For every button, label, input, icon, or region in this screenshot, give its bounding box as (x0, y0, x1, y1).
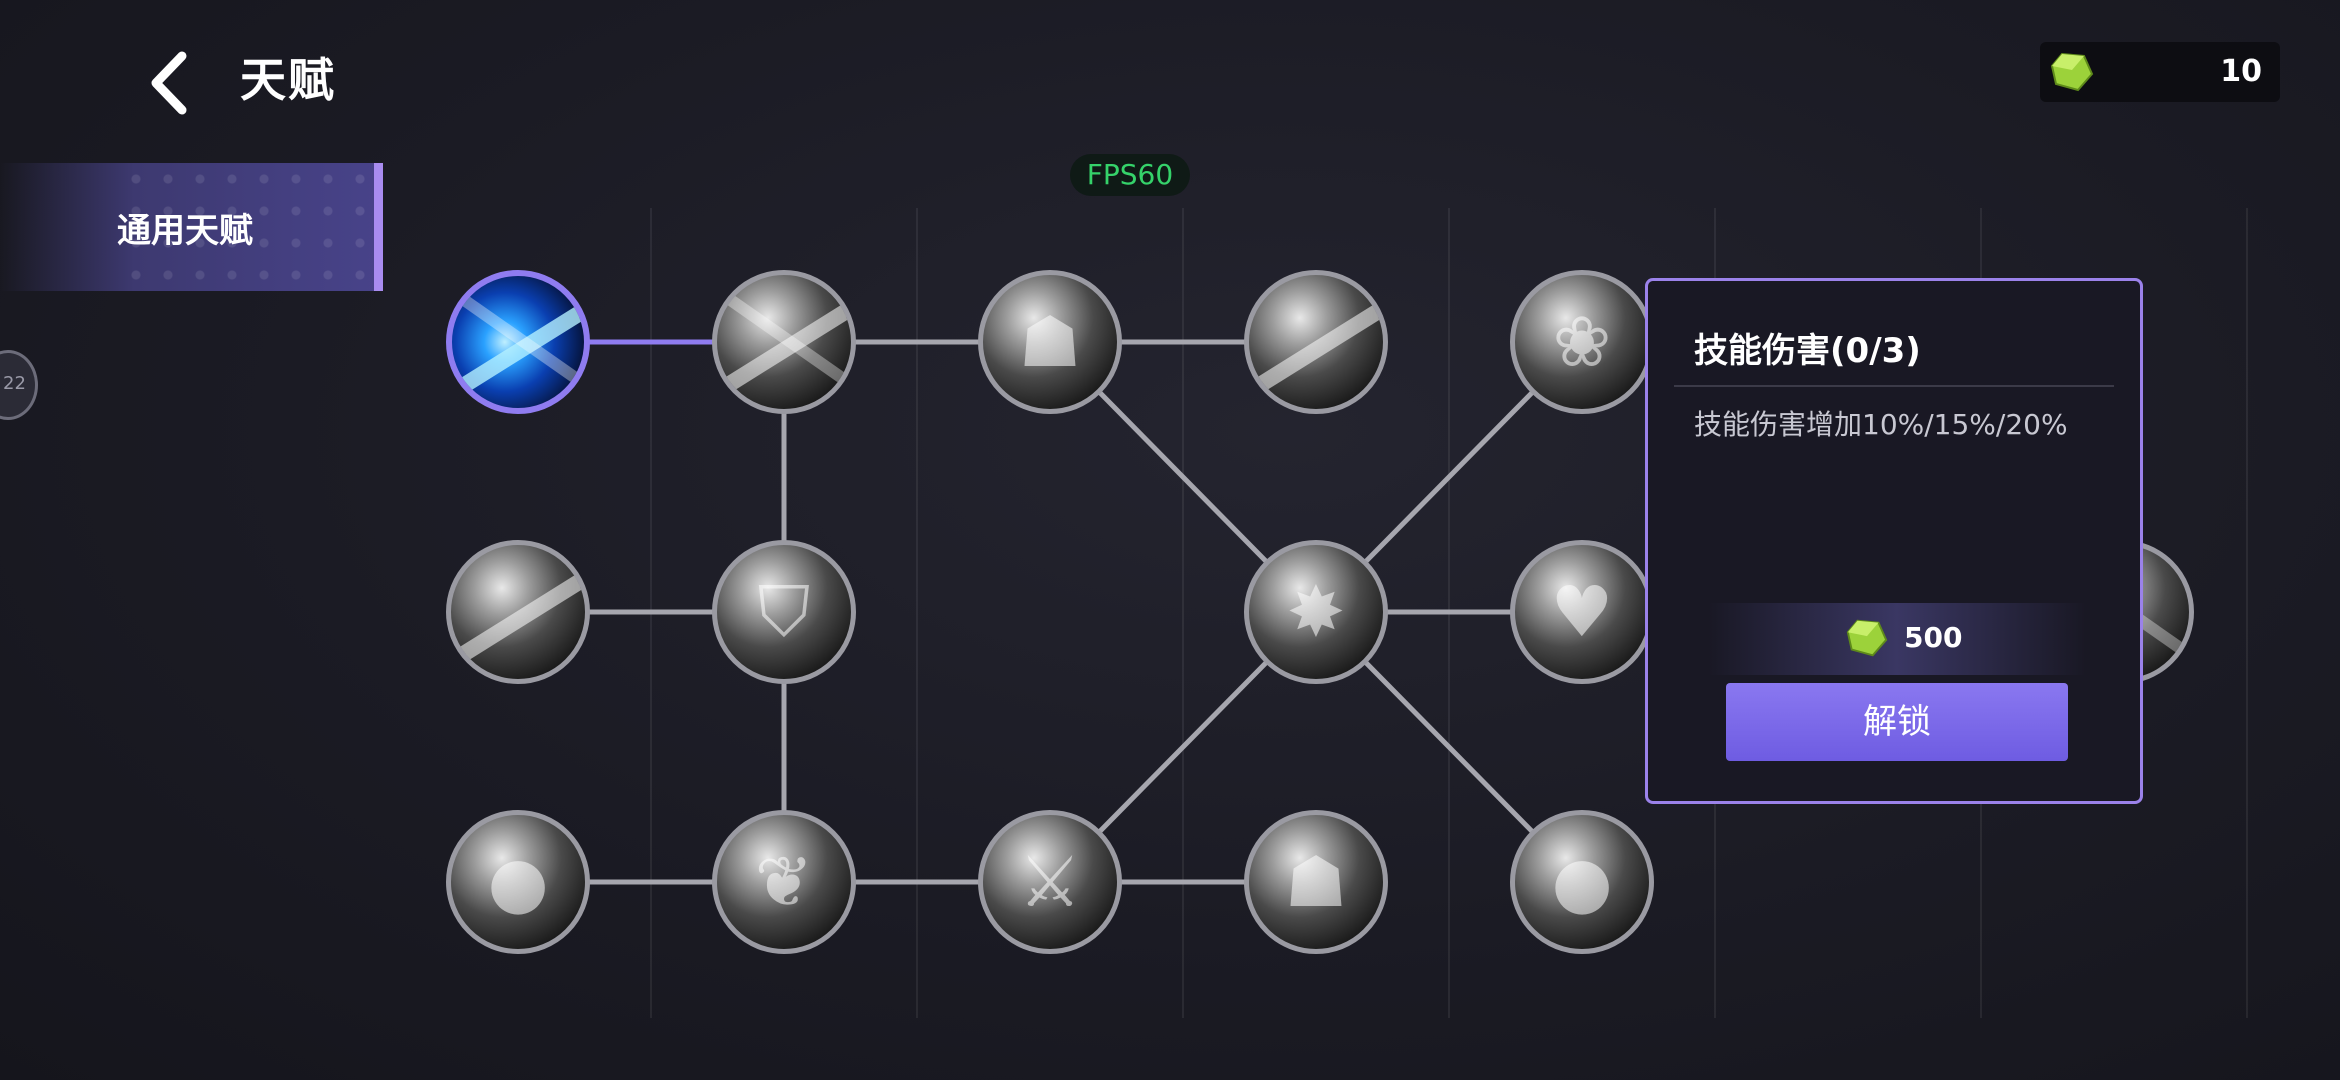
page-title: 天赋 (240, 53, 336, 107)
talent-node[interactable]: ⚔ (978, 810, 1122, 954)
currency-display: 10 (2040, 42, 2280, 102)
divider (1674, 385, 2114, 387)
talent-node[interactable]: ☗ (978, 270, 1122, 414)
gem-icon (1846, 619, 1888, 657)
talent-node[interactable]: ☗ (1244, 810, 1388, 954)
column-divider (1182, 208, 1184, 1018)
tab-pattern (120, 163, 370, 291)
column-divider (916, 208, 918, 1018)
column-divider (2246, 208, 2248, 1018)
talent-title: 技能伤害(0/3) (1694, 331, 1921, 371)
gem-icon (2050, 52, 2094, 92)
burst-icon: ✸ (1286, 571, 1346, 653)
talent-node[interactable] (446, 270, 590, 414)
unlock-button[interactable]: 解锁 (1726, 683, 2068, 761)
heart-icon: ♥ (1550, 571, 1614, 653)
rose-icon: ❀ (1552, 301, 1612, 383)
talent-node[interactable]: ❀ (1510, 270, 1654, 414)
tab-label: 通用天赋 (117, 211, 253, 251)
talent-detail-popup: 技能伤害(0/3) 技能伤害增加10%/15%/20% 500 解锁 (1645, 278, 2143, 804)
talent-node[interactable] (1244, 270, 1388, 414)
talent-node[interactable]: ● (446, 810, 590, 954)
side-badge-text: 22 (3, 373, 26, 394)
column-divider (650, 208, 652, 1018)
talent-node[interactable]: ♥ (1510, 540, 1654, 684)
skill-art (1249, 293, 1383, 397)
talent-node[interactable]: ❦ (712, 810, 856, 954)
dagger-icon: ⚔ (1018, 841, 1082, 923)
talent-node[interactable]: ✸ (1244, 540, 1388, 684)
currency-amount: 10 (2220, 54, 2262, 89)
skill-art (451, 563, 585, 667)
fps-indicator: FPS60 (1070, 154, 1190, 196)
talent-node[interactable]: ● (1510, 810, 1654, 954)
column-divider (1448, 208, 1450, 1018)
back-button[interactable] (140, 48, 200, 118)
leaf-icon: ❦ (754, 841, 814, 923)
cost-value: 500 (1904, 621, 1963, 654)
helmet-icon: ⛉ (757, 570, 811, 653)
tab-general-talents[interactable]: 通用天赋 (0, 163, 383, 291)
talent-description: 技能伤害增加10%/15%/20% (1694, 408, 2068, 441)
talent-node[interactable] (446, 540, 590, 684)
talent-node[interactable] (712, 270, 856, 414)
talent-node[interactable]: ⛉ (712, 540, 856, 684)
shield-icon: ● (1551, 841, 1613, 923)
warrior-icon: ☗ (1284, 841, 1348, 923)
unlock-cost: 500 (1708, 603, 2086, 675)
side-badge[interactable]: 22 (0, 350, 38, 420)
warrior-icon: ☗ (1018, 301, 1082, 383)
shield-icon: ● (487, 841, 549, 923)
chevron-left-icon (151, 51, 187, 115)
